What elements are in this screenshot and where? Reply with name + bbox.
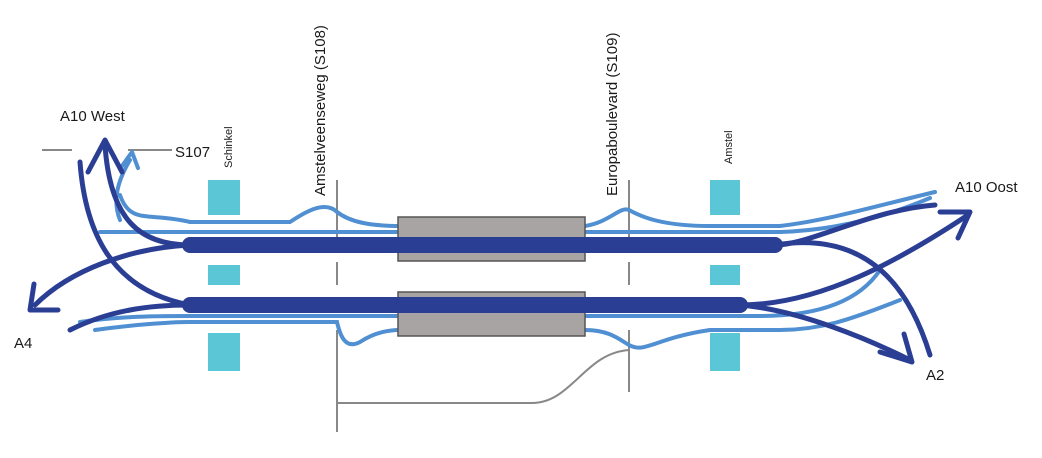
- schinkel-bridge-north: [208, 180, 240, 215]
- reference-lines: [42, 149, 631, 432]
- a4-arrow-icon: [27, 281, 61, 313]
- main-carriageways: [182, 237, 783, 313]
- ramp-s107: [114, 158, 132, 222]
- s107-arrow-head: [120, 150, 140, 170]
- connecting-roads: [32, 142, 971, 363]
- north-parallel-upper: [118, 190, 937, 228]
- south-parallel-lower: [93, 298, 902, 350]
- connecting-road: [337, 349, 631, 404]
- schinkel-bridge-south: [208, 333, 240, 371]
- road-to-a2: [737, 302, 913, 363]
- a2-arrow-icon: [877, 331, 915, 365]
- label-a4: A4: [14, 335, 32, 352]
- road-from-a4: [67, 302, 193, 333]
- arrow-heads: [27, 137, 973, 365]
- road-from-a10-west: [77, 159, 193, 308]
- label-s107: S107: [175, 144, 210, 161]
- label-europaboulevard: Europaboulevard (S109): [604, 33, 621, 196]
- label-a10-west: A10 West: [60, 108, 126, 125]
- label-amstelveenseweg: Amstelveenseweg (S108): [312, 25, 329, 196]
- road-to-a4: [32, 242, 193, 308]
- label-amstel: Amstel: [723, 130, 735, 164]
- s107-arrow: [120, 150, 140, 170]
- label-a2: A2: [926, 367, 944, 384]
- a10-oost-arrow-icon: [937, 209, 973, 241]
- tunnels: [397, 216, 586, 337]
- amstel-bridge-mid: [710, 265, 740, 285]
- bridges: [208, 180, 740, 371]
- amstel-bridge-south: [710, 333, 740, 371]
- road-from-a2: [772, 240, 933, 358]
- label-schinkel: Schinkel: [223, 126, 235, 168]
- label-a10-oost: A10 Oost: [955, 179, 1018, 196]
- schinkel-bridge-mid: [208, 265, 240, 285]
- a10-west-arrow-icon: [85, 137, 125, 175]
- amstel-bridge-north: [710, 180, 740, 215]
- road-to-a10-oost: [737, 212, 971, 308]
